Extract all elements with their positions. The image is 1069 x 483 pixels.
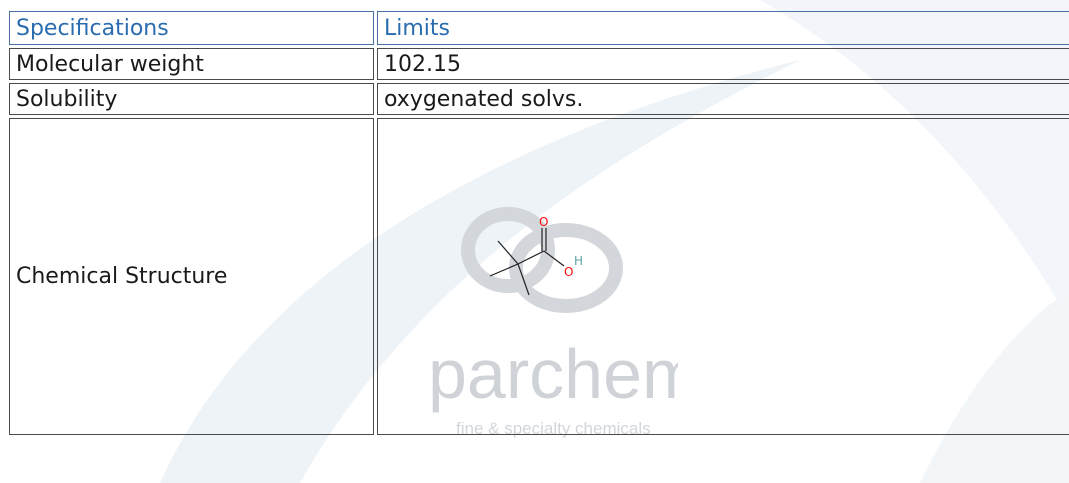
chemical-structure-diagram: O O H — [489, 215, 583, 296]
parchem-watermark-logo: parchem fine & specialty chemicals — [428, 207, 678, 438]
row-label-solubility: Solubility — [9, 83, 374, 115]
watermark-brand: parchem — [428, 335, 678, 413]
row-label-chemical-structure: Chemical Structure — [9, 118, 374, 435]
specifications-table: Specifications Limits Molecular weight 1… — [6, 8, 1069, 438]
row-value-molecular-weight: 102.15 — [377, 48, 1069, 80]
hydrogen-atom-label: H — [574, 254, 583, 268]
oxygen-atom-label: O — [539, 215, 548, 229]
table-header-row: Specifications Limits — [9, 11, 1069, 45]
header-limits: Limits — [377, 11, 1069, 45]
table-row: Solubility oxygenated solvs. — [9, 83, 1069, 115]
header-specifications: Specifications — [9, 11, 374, 45]
row-value-solubility: oxygenated solvs. — [377, 83, 1069, 115]
table-row: Molecular weight 102.15 — [9, 48, 1069, 80]
hydroxyl-oxygen-label: O — [564, 265, 573, 279]
watermark-tagline: fine & specialty chemicals — [456, 419, 651, 438]
row-label-molecular-weight: Molecular weight — [9, 48, 374, 80]
table-row: Chemical Structure O O H — [9, 118, 1069, 435]
chemical-structure-cell: O O H — [377, 118, 1069, 435]
